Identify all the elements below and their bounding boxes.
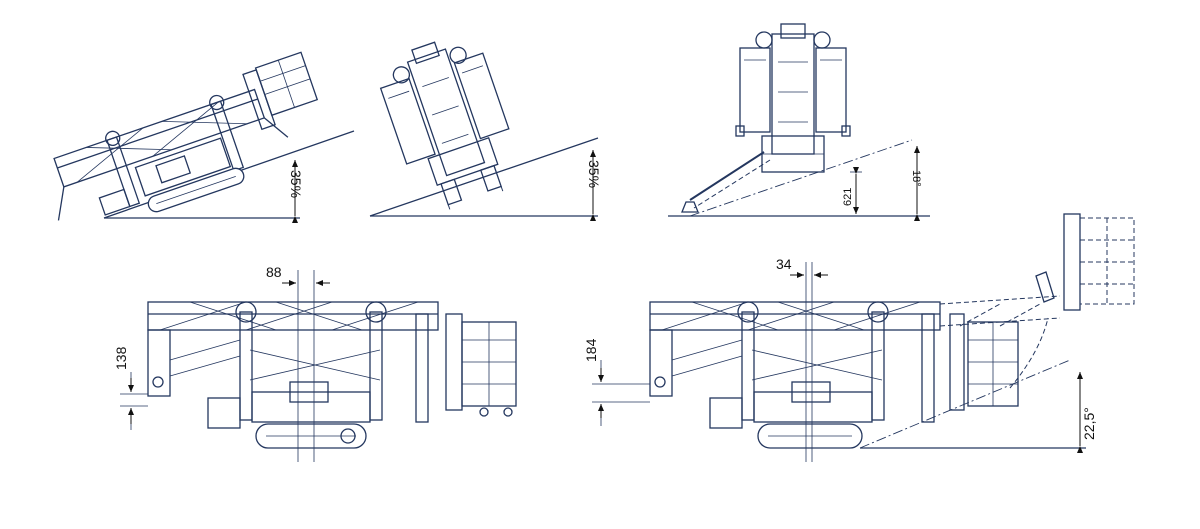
rotated-angle-label: 22,5° [1081, 407, 1097, 440]
front-slope-angle-label: 35% [586, 160, 602, 188]
side-rotated-view: 34 184 22,5° [583, 213, 1135, 462]
side-slope-view: 35% [53, 51, 355, 223]
front-outrigger-view: 621 18° [668, 23, 930, 221]
side-stowed-view: 88 138 [113, 264, 517, 462]
outrigger-height-label: 621 [842, 188, 854, 206]
stowed-offset-label: 88 [266, 264, 282, 280]
stowed-height-label: 138 [113, 346, 129, 370]
rotated-offset-label: 34 [776, 256, 792, 272]
front-slope-view: 35% [369, 41, 602, 221]
side-slope-angle-label: 35% [288, 170, 304, 198]
rotated-height-label: 184 [583, 338, 599, 362]
outrigger-angle-label: 18° [910, 170, 922, 187]
